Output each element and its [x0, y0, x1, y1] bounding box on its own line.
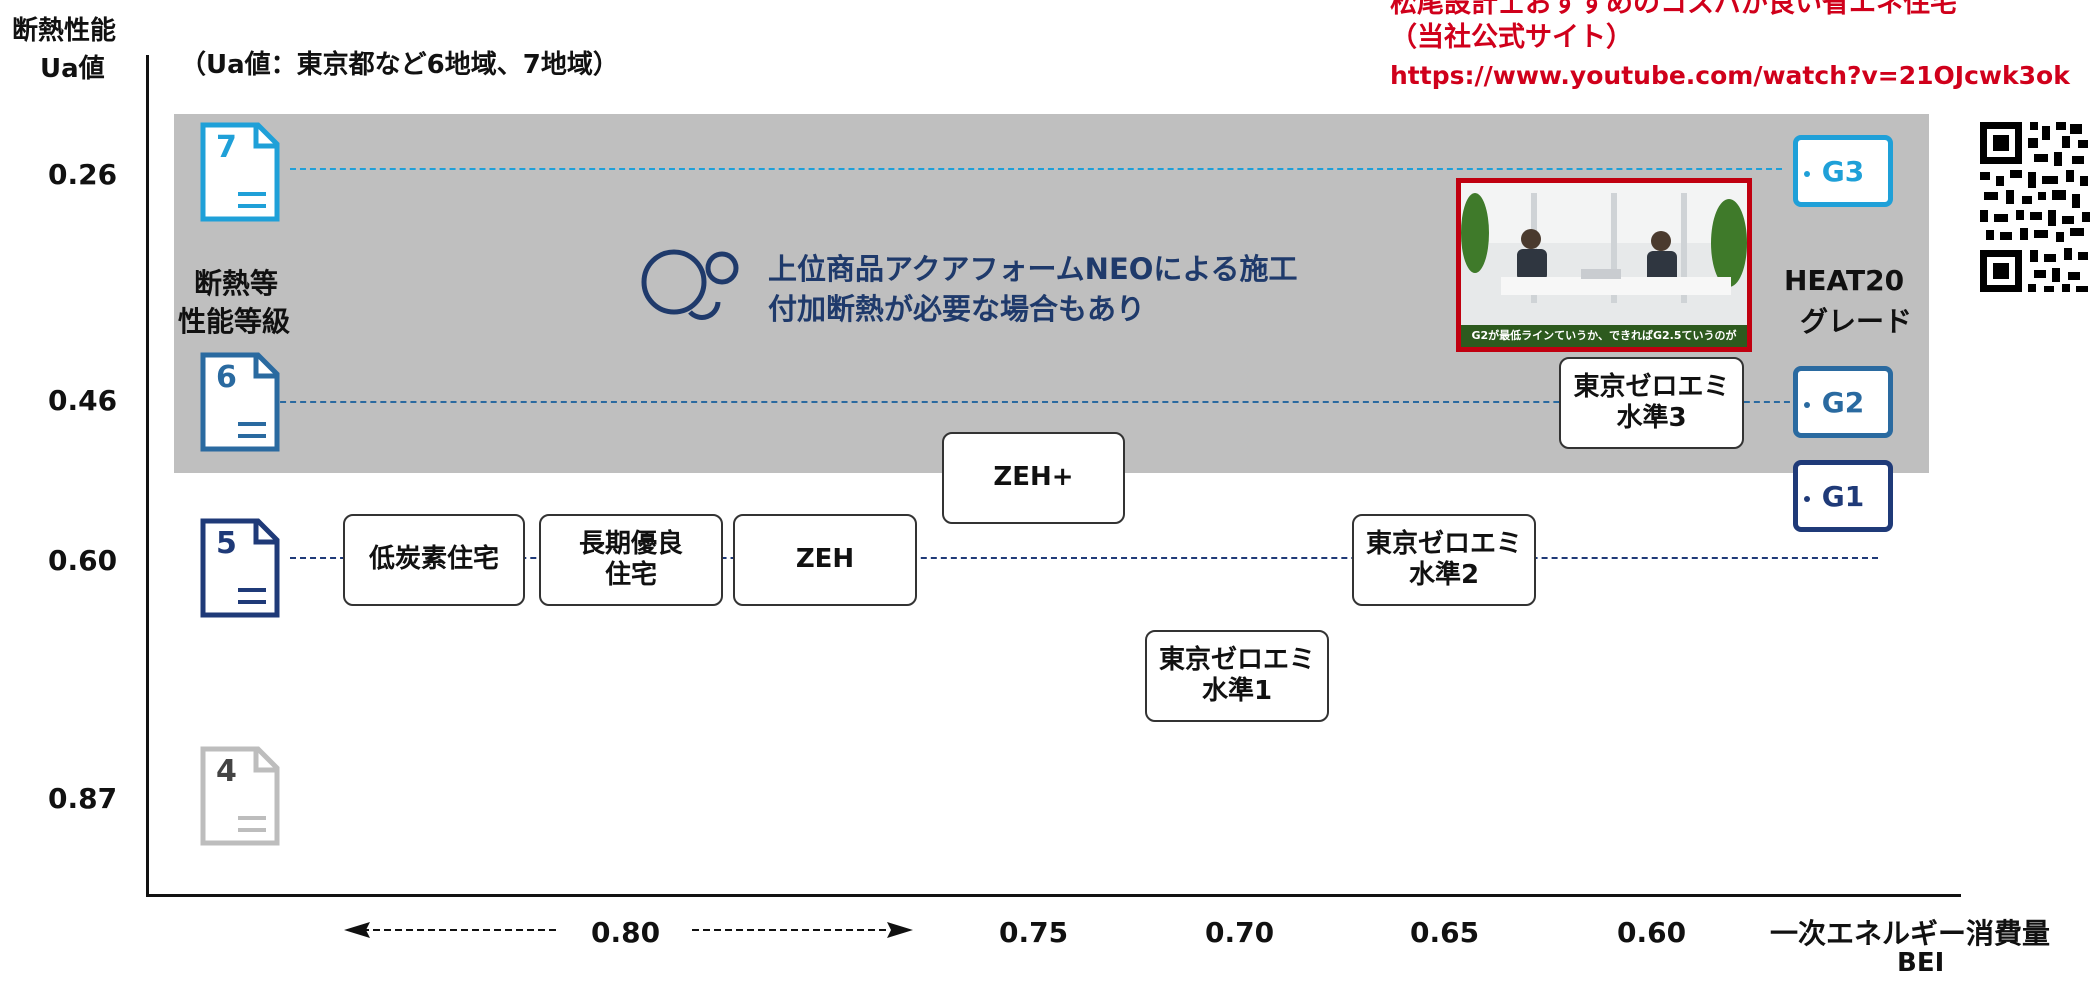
guide-line-grade6 — [250, 401, 1810, 403]
grade-group-label-line1: 断熱等 — [194, 267, 279, 300]
g2-badge: G2 — [1793, 366, 1893, 438]
y-tick-060: 0.60 — [48, 544, 118, 577]
g2-label: G2 — [1821, 385, 1865, 419]
band-note-line1: 上位商品アクアフォームNEOによる施工 — [768, 252, 1298, 286]
y-tick-046: 0.46 — [48, 384, 118, 417]
x-tick-075: 0.75 — [999, 916, 1069, 949]
guide-line-grade7 — [290, 168, 1782, 170]
grade-6-document-icon: 6 — [200, 352, 280, 452]
y-tick-026: 0.26 — [48, 158, 118, 191]
grade-7-number: 7 — [216, 130, 237, 165]
grade-4-document-icon: 4 — [200, 746, 280, 846]
heat20-label-line2: グレード — [1800, 305, 1913, 338]
heat20-label-line1: HEAT20 — [1784, 264, 1905, 297]
grade-4-number: 4 — [216, 754, 237, 789]
promo-subtitle: （当社公式サイト） — [1390, 22, 1633, 53]
x-tick-080: 0.80 — [591, 916, 661, 949]
y-axis-title-line2: Ua値 — [40, 54, 105, 84]
y-axis-title-line1: 断熱性能 — [12, 16, 117, 46]
qr-code-icon — [1978, 120, 2091, 302]
grade-group-label-line2: 性能等級 — [178, 305, 291, 338]
x-axis-title-line2: BEI — [1897, 948, 1945, 978]
promo-title: 松尾設計士おすすめのコスパが良い省エネ住宅 — [1390, 0, 1957, 19]
x-tick-060: 0.60 — [1617, 916, 1687, 949]
box-tokyo-zeroemi-level2: 東京ゼロエミ 水準2 — [1352, 514, 1536, 606]
video-caption: G2が最低ラインていうか、できればG2.5ていうのが — [1461, 325, 1747, 347]
y-tick-087: 0.87 — [48, 782, 118, 815]
grade-5-document-icon: 5 — [200, 518, 280, 618]
g3-badge: G3 — [1793, 135, 1893, 207]
g1-label: G1 — [1821, 479, 1865, 513]
box-chouki-yuuryou-jutaku: 長期優良 住宅 — [539, 514, 723, 606]
x-tick-070: 0.70 — [1205, 916, 1275, 949]
left-arrow-icon — [344, 922, 560, 938]
box-tokyo-zeroemi-level1: 東京ゼロエミ 水準1 — [1145, 630, 1329, 722]
g3-label: G3 — [1821, 154, 1865, 188]
box-zeh: ZEH — [733, 514, 917, 606]
grade-5-number: 5 — [216, 526, 237, 561]
grade-7-document-icon: 7 — [200, 122, 280, 222]
box-teitanso-jutaku: 低炭素住宅 — [343, 514, 525, 606]
video-thumbnail[interactable]: G2が最低ラインていうか、できればG2.5ていうのが — [1456, 178, 1752, 352]
box-zeh-plus: ZEH+ — [942, 432, 1125, 524]
grade-6-number: 6 — [216, 360, 237, 395]
g1-badge: G1 — [1793, 460, 1893, 532]
guide-line-grade5 — [290, 557, 1878, 559]
promo-url[interactable]: https://www.youtube.com/watch?v=21OJcwk3… — [1390, 61, 2070, 90]
band-note-line2: 付加断熱が必要な場合もあり — [768, 292, 1146, 326]
y-axis-line — [146, 55, 149, 897]
x-axis-title-line1: 一次エネルギー消費量 — [1770, 917, 2051, 950]
y-axis-subtitle: （Ua値：東京都など6地域、7地域） — [180, 50, 619, 80]
right-arrow-icon — [692, 922, 913, 938]
x-tick-065: 0.65 — [1410, 916, 1480, 949]
box-tokyo-zeroemi-level3: 東京ゼロエミ 水準3 — [1559, 357, 1744, 449]
bubbles-icon — [641, 249, 739, 320]
x-axis-line — [146, 894, 1961, 897]
